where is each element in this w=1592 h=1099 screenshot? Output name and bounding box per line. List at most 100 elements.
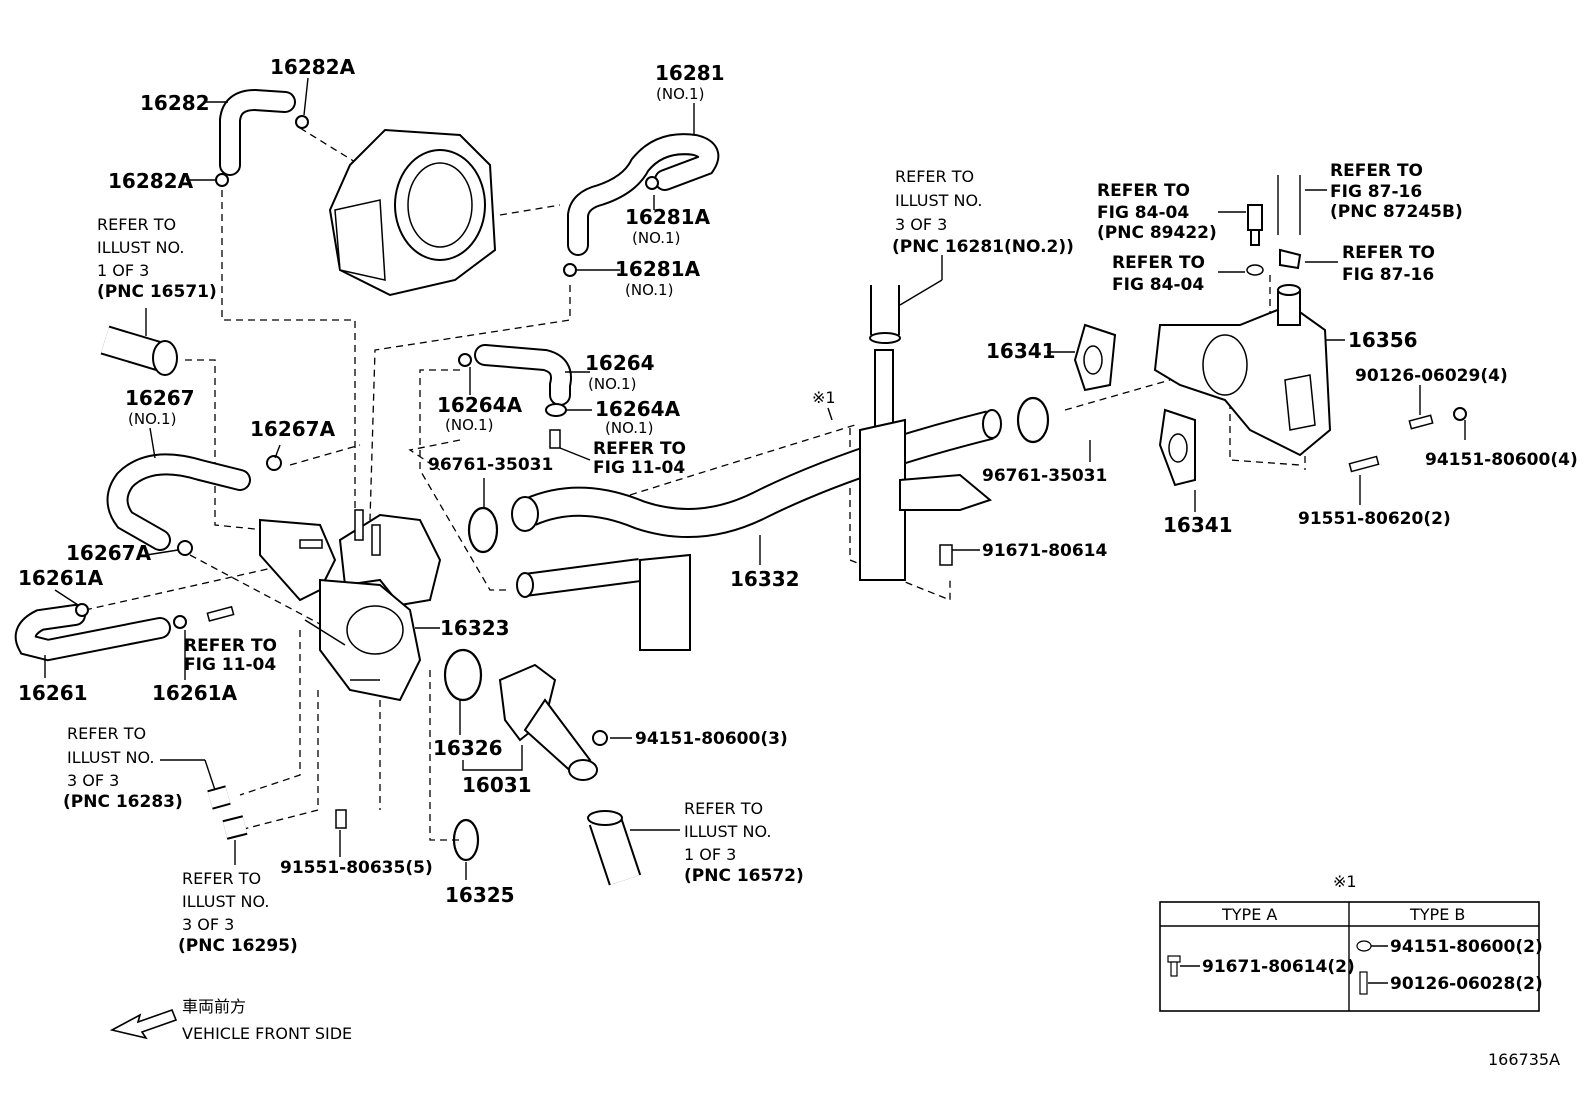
table-col-type-b: TYPE B: [1409, 905, 1465, 924]
label-16267A-b: 16267A: [66, 541, 152, 565]
ref1-l2: ILLUST NO.: [97, 238, 184, 257]
label-16264: 16264: [585, 351, 655, 375]
ref10-l1: REFER TO: [182, 869, 261, 888]
label-16264A-b: 16264A: [595, 397, 681, 421]
ref1-l1: REFER TO: [97, 215, 176, 234]
pipe-ref-16295: [222, 815, 248, 840]
stud-icon: [1359, 971, 1368, 995]
gasket-16341-a: [1073, 323, 1117, 392]
sensor-89422: [1246, 204, 1264, 276]
table-a-item: 91671-80614(2): [1202, 957, 1355, 977]
mark-1: ※1: [812, 388, 836, 407]
label-16267A-a: 16267A: [250, 417, 336, 441]
ref5-l2: FIG 87-16: [1330, 182, 1422, 202]
ref10-l4: (PNC 16295): [178, 936, 298, 956]
hose-16281: [567, 133, 720, 256]
label-91671: 91671-80614: [982, 541, 1108, 561]
label-16261A-a: 16261A: [18, 566, 104, 590]
leader-lines: [44, 77, 1466, 880]
label-16282A-left: 16282A: [108, 169, 194, 193]
label-16325: 16325: [445, 883, 515, 907]
ref2-l1: REFER TO: [895, 167, 974, 186]
table-mark: ※1: [1333, 872, 1357, 891]
label-16332: 16332: [730, 567, 800, 591]
pipe-ref-16572: [587, 810, 642, 886]
gasket-16325: [452, 818, 480, 862]
hose-16261: [14, 604, 171, 662]
pipe-ref-16281-no2: [869, 285, 901, 344]
label-16031: 16031: [462, 773, 532, 797]
ref10-l2: ILLUST NO.: [182, 892, 269, 911]
label-16326: 16326: [433, 736, 503, 760]
bolt-icon: [1167, 955, 1181, 977]
ref9-l4: (PNC 16283): [63, 792, 183, 812]
connector-87-16: [1279, 248, 1302, 270]
ref11-l3: 1 OF 3: [684, 845, 736, 864]
ref10-l3: 3 OF 3: [182, 915, 234, 934]
ref5-l1: REFER TO: [1330, 161, 1423, 181]
label-90126-4: 90126-06029(4): [1355, 366, 1508, 386]
label-16267: 16267: [125, 386, 195, 410]
label-16341-a: 16341: [986, 339, 1056, 363]
label-16323: 16323: [440, 616, 510, 640]
table-col-type-a: TYPE A: [1221, 905, 1277, 924]
label-91551-2: 91551-80620(2): [1298, 509, 1451, 529]
ref3-l1: REFER TO: [1097, 181, 1190, 201]
ref7-l2: FIG 11-04: [593, 458, 685, 478]
label-16267-no1: (NO.1): [128, 410, 176, 428]
ref1-l4: (PNC 16571): [97, 282, 217, 302]
clamps: [75, 115, 659, 629]
hose-16282: [219, 88, 296, 176]
label-16261: 16261: [18, 681, 88, 705]
type-table: ※1 TYPE A TYPE B 91671-80614(2) 94151-80…: [1159, 872, 1543, 1012]
front-label-jp: 車両前方: [182, 997, 246, 1016]
ref11-l1: REFER TO: [684, 799, 763, 818]
label-16282: 16282: [140, 91, 210, 115]
water-outlet-16356: [1153, 284, 1332, 457]
ref8-l2: FIG 11-04: [184, 655, 276, 675]
label-16264A-b-no1: (NO.1): [605, 419, 653, 437]
label-16281A-b-no1: (NO.1): [625, 281, 673, 299]
label-16281: 16281: [655, 61, 725, 85]
front-label-en: VEHICLE FRONT SIDE: [182, 1024, 352, 1043]
bolts: [206, 407, 1467, 829]
table-b-item2: 90126-06028(2): [1390, 974, 1543, 994]
label-91551-5: 91551-80635(5): [280, 858, 433, 878]
ref6-l2: FIG 87-16: [1342, 265, 1434, 285]
label-96761-a: 96761-35031: [428, 455, 553, 475]
pipe-16332: [511, 349, 1002, 651]
label-16281A-a: 16281A: [625, 205, 711, 229]
gasket-16326: [443, 648, 483, 702]
ref5-l3: (PNC 87245B): [1330, 202, 1463, 222]
ref9-l2: ILLUST NO.: [67, 748, 154, 767]
hose-16264: [474, 344, 572, 406]
label-96761-b: 96761-35031: [982, 466, 1107, 486]
throttle-body: [328, 128, 497, 297]
label-16281A-a-no1: (NO.1): [632, 229, 680, 247]
label-16281A-b: 16281A: [615, 257, 701, 281]
ref11-l4: (PNC 16572): [684, 866, 804, 886]
hose-16267: [106, 453, 251, 551]
pipe-ref-16283: [207, 785, 231, 810]
ref9-l1: REFER TO: [67, 724, 146, 743]
label-16356: 16356: [1348, 328, 1418, 352]
ref2-l4: (PNC 16281(NO.2)): [892, 237, 1074, 257]
ref3-l2: FIG 84-04: [1097, 203, 1189, 223]
table-b-item1: 94151-80600(2): [1390, 937, 1543, 957]
illustration-code: 166735A: [1488, 1050, 1560, 1069]
ref1-l3: 1 OF 3: [97, 261, 149, 280]
front-arrow-icon: [109, 1008, 178, 1040]
ref6-l1: REFER TO: [1342, 243, 1435, 263]
label-16264A-a: 16264A: [437, 393, 523, 417]
gasket-96761-b: [1016, 396, 1050, 444]
ref11-l2: ILLUST NO.: [684, 822, 771, 841]
